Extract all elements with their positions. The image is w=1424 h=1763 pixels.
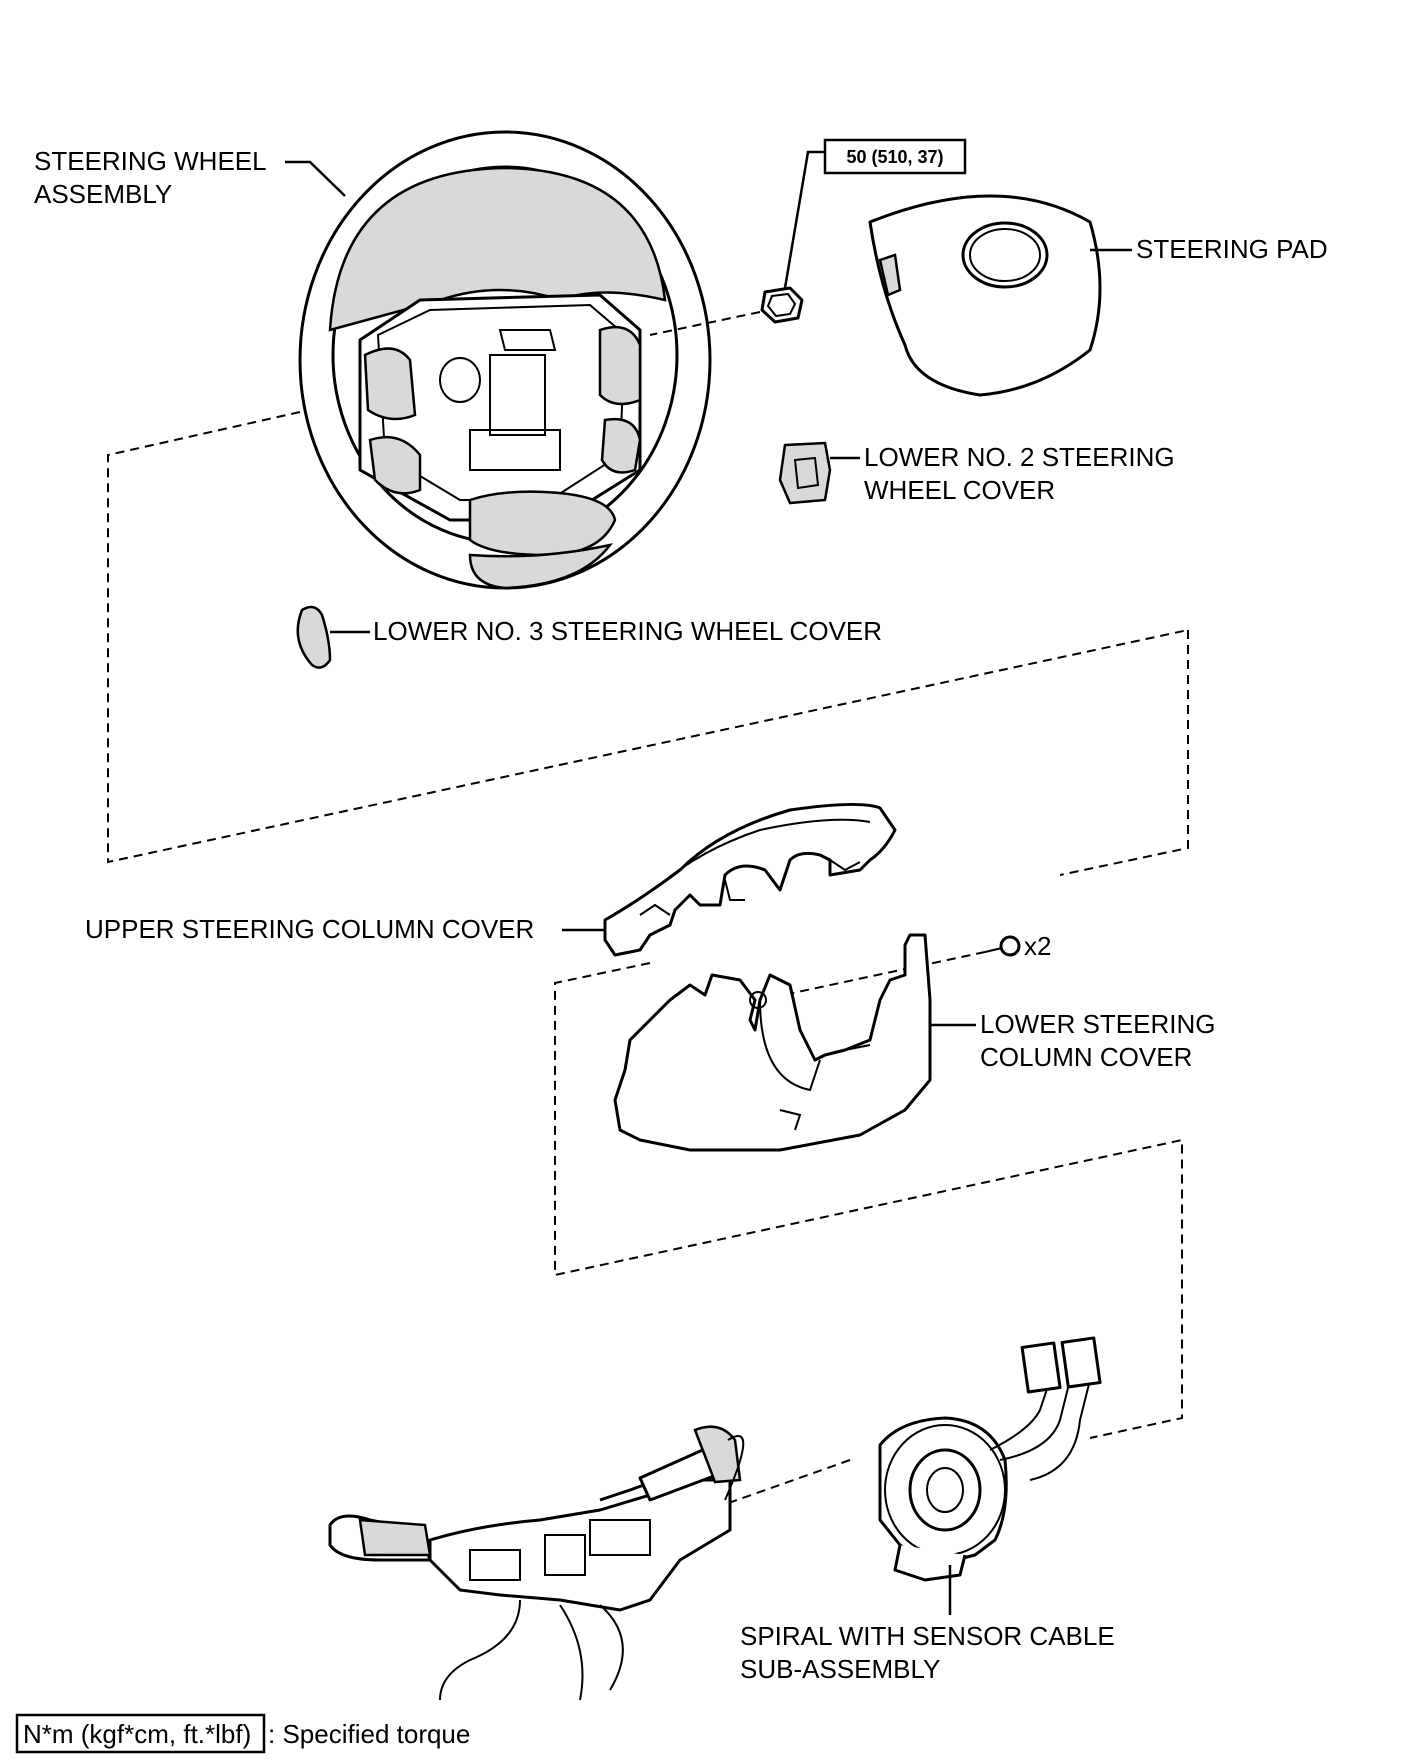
spiral-cable-label-line1: SPIRAL WITH SENSOR CABLE <box>740 1621 1115 1651</box>
steering-pad <box>868 194 1102 397</box>
upper-steering-column-cover <box>603 802 897 957</box>
steering-wheel-label-line2: ASSEMBLY <box>34 179 172 209</box>
steering-wheel-leader <box>285 160 346 197</box>
lower-no3-label: LOWER NO. 3 STEERING WHEEL COVER <box>373 616 882 646</box>
guide-upper-cover-right <box>1059 630 1189 876</box>
lower-no2-label-line2: WHEEL COVER <box>864 475 1055 505</box>
spiral-cable-label-line2: SUB-ASSEMBLY <box>740 1654 940 1684</box>
lower-no2-label-line1: LOWER NO. 2 STEERING <box>864 442 1175 472</box>
steering-wheel-label-line1: STEERING WHEEL <box>34 146 267 176</box>
lower-steering-column-cover <box>613 933 932 1152</box>
legend-unit-text: N*m (kgf*cm, ft.*lbf) <box>23 1719 251 1749</box>
legend-description: : Specified torque <box>268 1719 470 1749</box>
lower-no2-steering-wheel-cover <box>778 441 832 505</box>
combination-switch <box>328 1425 745 1701</box>
screw <box>984 935 1021 957</box>
steering-wheel-assembly <box>298 130 712 590</box>
lower-column-cover-label-line1: LOWER STEERING <box>980 1009 1215 1039</box>
lower-no3-steering-wheel-cover <box>296 605 332 669</box>
legend-unit-box <box>15 1713 266 1754</box>
screw-center-line <box>759 951 986 1001</box>
screw-quantity: x2 <box>1024 931 1051 961</box>
torque-box <box>823 138 967 175</box>
guide-wheel-to-upper-cover <box>107 411 1189 864</box>
nut-center-line <box>649 311 761 336</box>
upper-column-cover-label: UPPER STEERING COLUMN COVER <box>85 914 534 944</box>
guide-lower-cover <box>554 962 1183 1439</box>
torque-value: 50 (510, 37) <box>846 147 943 167</box>
lower-column-cover-label-line2: COLUMN COVER <box>980 1042 1192 1072</box>
torque-leader <box>783 150 825 289</box>
spiral-cable-sub-assembly <box>878 1336 1102 1582</box>
steering-wheel-nut <box>760 286 804 324</box>
steering-pad-label: STEERING PAD <box>1136 234 1328 264</box>
